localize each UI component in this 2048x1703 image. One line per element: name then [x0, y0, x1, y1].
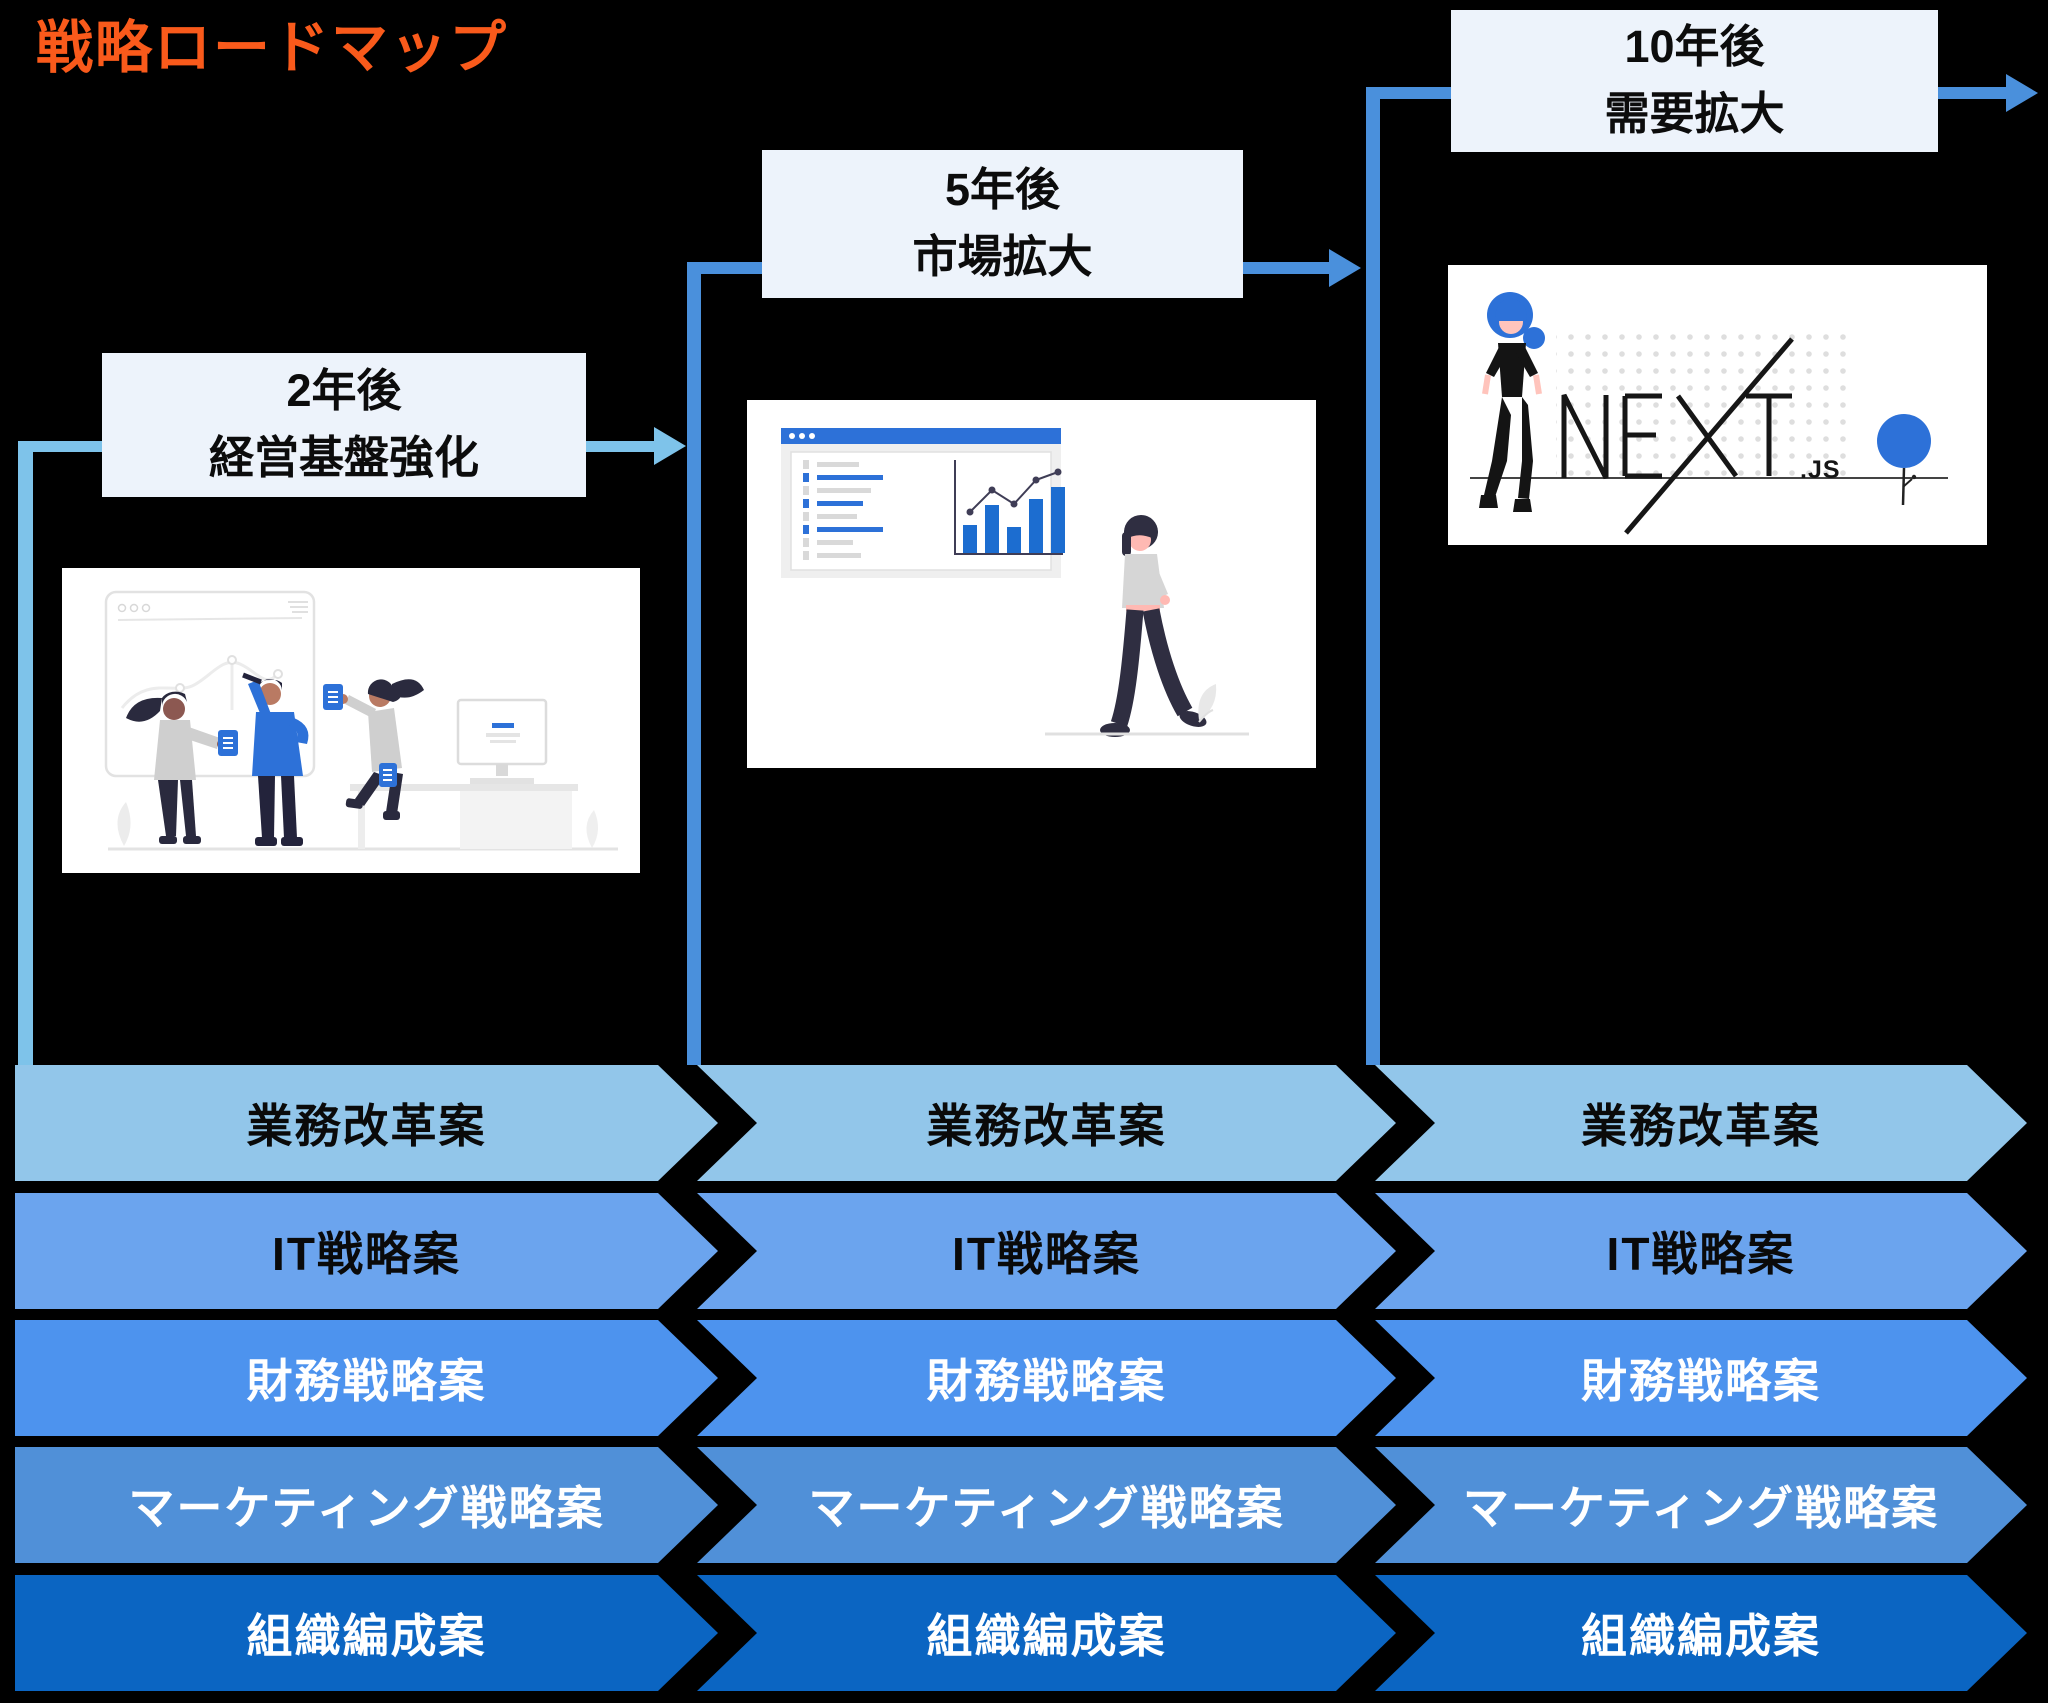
chevron-marketing-strategy-phase2: マーケティング戦略案: [697, 1447, 1396, 1563]
milestone-box-5years: 5年後 市場拡大: [762, 150, 1243, 298]
arrow-phase1-to-phase2: [586, 441, 656, 452]
chevron-label: 財務戦略案: [246, 1355, 487, 1407]
chevron-it-strategy-phase3: IT戦略案: [1375, 1193, 2027, 1309]
chevron-business-reform-phase2: 業務改革案: [697, 1065, 1396, 1181]
chevron-label: 組織編成案: [246, 1610, 487, 1662]
dashboard-art: [747, 400, 1316, 768]
milestone-period: 5年後: [944, 164, 1061, 216]
arrow-right-icon: [1329, 249, 1361, 287]
page-title: 戦略ロードマップ: [36, 16, 508, 80]
chevron-label: 業務改革案: [1581, 1100, 1821, 1152]
milestone-goal: 需要拡大: [1604, 88, 1785, 139]
milestone-box-2years: 2年後 経営基盤強化: [102, 353, 586, 497]
nextjs-illustration: .JS: [1448, 265, 1987, 545]
chevron-finance-strategy-phase1: 財務戦略案: [15, 1320, 718, 1436]
chevron-organization-phase1: 組織編成案: [15, 1575, 718, 1691]
chevron-it-strategy-phase1: IT戦略案: [15, 1193, 718, 1309]
chevron-business-reform-phase3: 業務改革案: [1375, 1065, 2027, 1181]
chevron-label: マーケティング戦略案: [128, 1482, 605, 1534]
chevron-label: 組織編成案: [1581, 1610, 1821, 1662]
chevron-marketing-strategy-phase1: マーケティング戦略案: [15, 1447, 718, 1563]
team-whiteboard-illustration: [62, 568, 640, 873]
chevron-label: 財務戦略案: [926, 1355, 1167, 1407]
chevron-organization-phase3: 組織編成案: [1375, 1575, 2027, 1691]
connector-phase3-vertical: [1366, 87, 1380, 1065]
chevron-it-strategy-phase2: IT戦略案: [697, 1193, 1396, 1309]
milestone-goal: 経営基盤強化: [208, 432, 479, 483]
milestone-box-10years: 10年後 需要拡大: [1451, 10, 1938, 152]
next-logo: [1561, 337, 1794, 535]
connector-phase3-horizontal: [1366, 87, 1451, 99]
chevron-label: マーケティング戦略案: [808, 1482, 1285, 1534]
arrow-phase3-onward: [1938, 87, 2008, 99]
arrow-right-icon: [2006, 74, 2038, 112]
team-whiteboard-art: [62, 568, 640, 873]
chevron-marketing-strategy-phase3: マーケティング戦略案: [1375, 1447, 2027, 1563]
chevron-label: 業務改革案: [926, 1100, 1167, 1152]
chevron-label: 業務改革案: [246, 1100, 487, 1152]
chevron-label: IT戦略案: [1606, 1228, 1796, 1280]
nextjs-art: .JS: [1448, 265, 1987, 545]
milestone-period: 2年後: [286, 365, 402, 417]
bar-chart-icon: [954, 460, 1065, 555]
sidebar-list-icon: [803, 460, 883, 560]
chevron-label: 組織編成案: [926, 1610, 1167, 1662]
arrow-phase2-to-phase3: [1243, 262, 1331, 274]
nextjs-suffix-label: .JS: [1800, 456, 1841, 484]
chevron-label: 財務戦略案: [1581, 1355, 1821, 1407]
chevron-label: マーケティング戦略案: [1462, 1482, 1940, 1534]
connector-phase1-vertical: [18, 441, 33, 1065]
chevron-finance-strategy-phase3: 財務戦略案: [1375, 1320, 2027, 1436]
dashboard-analytics-illustration: [747, 400, 1316, 768]
chevron-finance-strategy-phase2: 財務戦略案: [697, 1320, 1396, 1436]
chevron-label: IT戦略案: [952, 1228, 1141, 1280]
chevron-business-reform-phase1: 業務改革案: [15, 1065, 718, 1181]
connector-phase2-horizontal: [687, 262, 762, 274]
connector-phase2-vertical: [687, 262, 701, 1065]
arrow-right-icon: [654, 427, 686, 465]
chevron-label: IT戦略案: [272, 1228, 461, 1280]
milestone-period: 10年後: [1624, 21, 1765, 73]
milestone-goal: 市場拡大: [912, 231, 1093, 282]
connector-phase1-horizontal: [18, 441, 102, 452]
chevron-organization-phase2: 組織編成案: [697, 1575, 1396, 1691]
